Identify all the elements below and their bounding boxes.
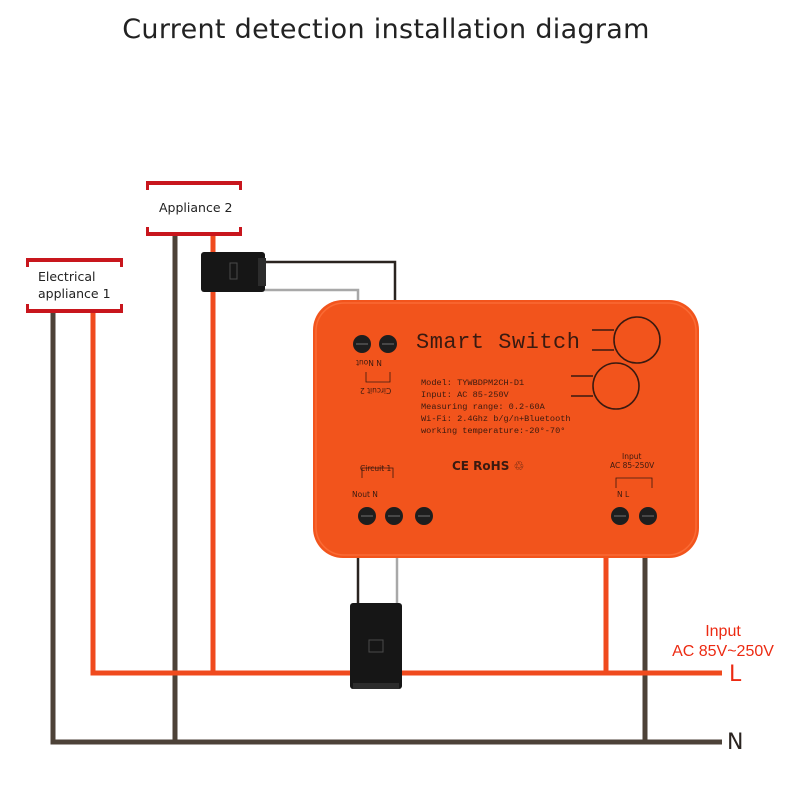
current-clamp-icon [350,603,402,689]
certification-marks: CE RoHS ♲ [452,459,525,473]
button-icon [571,362,640,410]
appliance-2-text: Appliance 2 [159,200,233,215]
terminal-screw-icon [358,507,376,525]
spec-measuring-range: Measuring range: 0.2-60A [421,402,545,412]
input-terminals: N L [617,490,630,499]
terminal-screw-icon [379,335,397,353]
spec-wifi: Wi-Fi: 2.4Ghz b/g/n+Bluetooth [421,414,571,424]
input-terminal-range: AC 85-250V [610,461,655,470]
smart-switch-device [313,300,699,558]
input-label-line2: AC 85V~250V [672,643,774,660]
spec-model: Model: TYWBDPM2CH-D1 [421,378,525,388]
device-name: Smart Switch [416,330,581,355]
terminal-screw-icon [639,507,657,525]
live-label: L [729,662,742,687]
spec-input: Input: AC 85-250V [421,390,509,400]
terminal-screw-icon [611,507,629,525]
neutral-label: N [727,730,744,755]
page-title: Current detection installation diagram [122,14,650,45]
terminal-screw-icon [415,507,433,525]
button-icon [592,316,661,364]
circuit-1-terminals: Nout N [352,490,378,499]
circuit-1-label: Circuit 1 [360,464,392,473]
circuit-2-terminals: N Nout [356,358,382,367]
appliance-1-text-line1: Electrical [38,269,96,284]
circuit-2-label: Circuit 2 [360,386,392,395]
current-clamp-icon [201,252,266,292]
spec-temperature: working temperature:-20°-70° [421,426,566,436]
terminal-screw-icon [385,507,403,525]
appliance-2-label: Appliance 2 [146,181,242,236]
input-label-line1: Input [705,623,741,640]
input-terminal-label: Input [622,452,642,461]
neutral-wires [50,235,722,745]
input-label: Input AC 85V~250V [662,622,784,662]
live-wires [90,235,722,676]
appliance-1-text-line2: appliance 1 [38,286,111,301]
terminal-screw-icon [353,335,371,353]
appliance-1-label: Electrical appliance 1 [26,258,123,313]
